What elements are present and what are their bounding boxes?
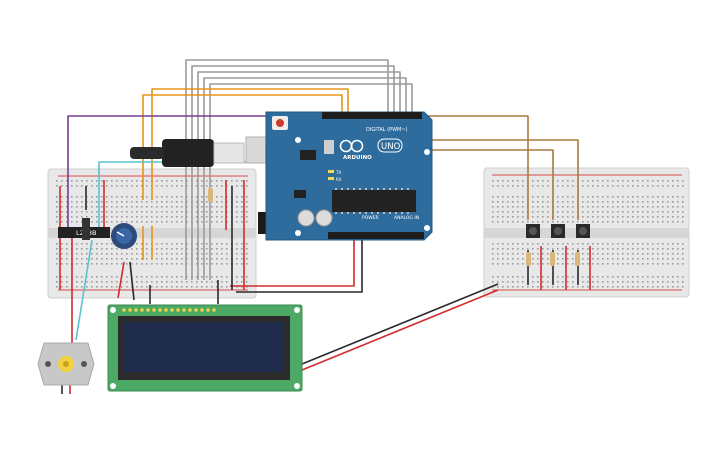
dc-motor-icon[interactable] [37,342,95,386]
pushbutton-icon [526,224,540,238]
atmega-chip [332,190,416,212]
wire-gray-4 [203,77,407,280]
wire-orange-2 [151,88,349,200]
pushbutton-icon [551,224,565,238]
arduino-model-label: UNO [381,142,401,152]
wire-red-right [301,289,499,371]
capacitor-1 [297,209,315,227]
wire-red-pot [117,261,125,299]
pushbuttons[interactable] [526,224,590,238]
wire-brown-1 [382,115,529,220]
motor-driver-module[interactable]: L298B [58,218,110,240]
lcd-screen [124,322,284,372]
potentiometer-knob-icon[interactable] [111,223,137,249]
resistor-icon [208,188,213,202]
capacitor-2 [315,209,333,227]
wire-gray-5 [209,83,413,280]
wire-gray-1 [185,59,389,280]
resistor-icon [550,252,555,266]
wires [59,59,591,394]
wire-red-arduino [230,232,355,287]
wire-brown-2 [376,139,579,220]
wire-teal-2 [75,239,93,341]
arduino-logo-icon [339,139,364,153]
pulldown-resistors [526,252,580,266]
rx-label: RX [336,177,342,182]
resistor-icon [526,252,531,266]
wire-gray-3 [197,71,401,280]
power-analog-header [328,232,424,239]
resistor-icon [575,252,580,266]
wire-black-arduino [236,232,363,293]
tx-label: TX [335,170,341,175]
arduino-brand-label: ARDUINO [343,155,372,161]
pushbutton-icon [576,224,590,238]
wire-gray-2 [191,65,395,280]
lcd-pin-header [122,308,216,312]
arduino-uno[interactable]: ARDUINO UNO DIGITAL (PWM~) POWER ANALOG … [245,111,433,241]
dc-motor-icon[interactable] [130,139,245,167]
wire-black-right [301,283,499,365]
wire-brown-3 [412,149,554,220]
wire-purple [67,115,330,232]
digital-header [322,112,422,119]
wire-black-pot [129,261,135,301]
digital-label: DIGITAL (PWM~) [366,127,408,133]
analog-label: ANALOG IN [394,215,419,221]
lcd-16x2[interactable] [107,304,303,392]
power-label: POWER [362,215,379,221]
